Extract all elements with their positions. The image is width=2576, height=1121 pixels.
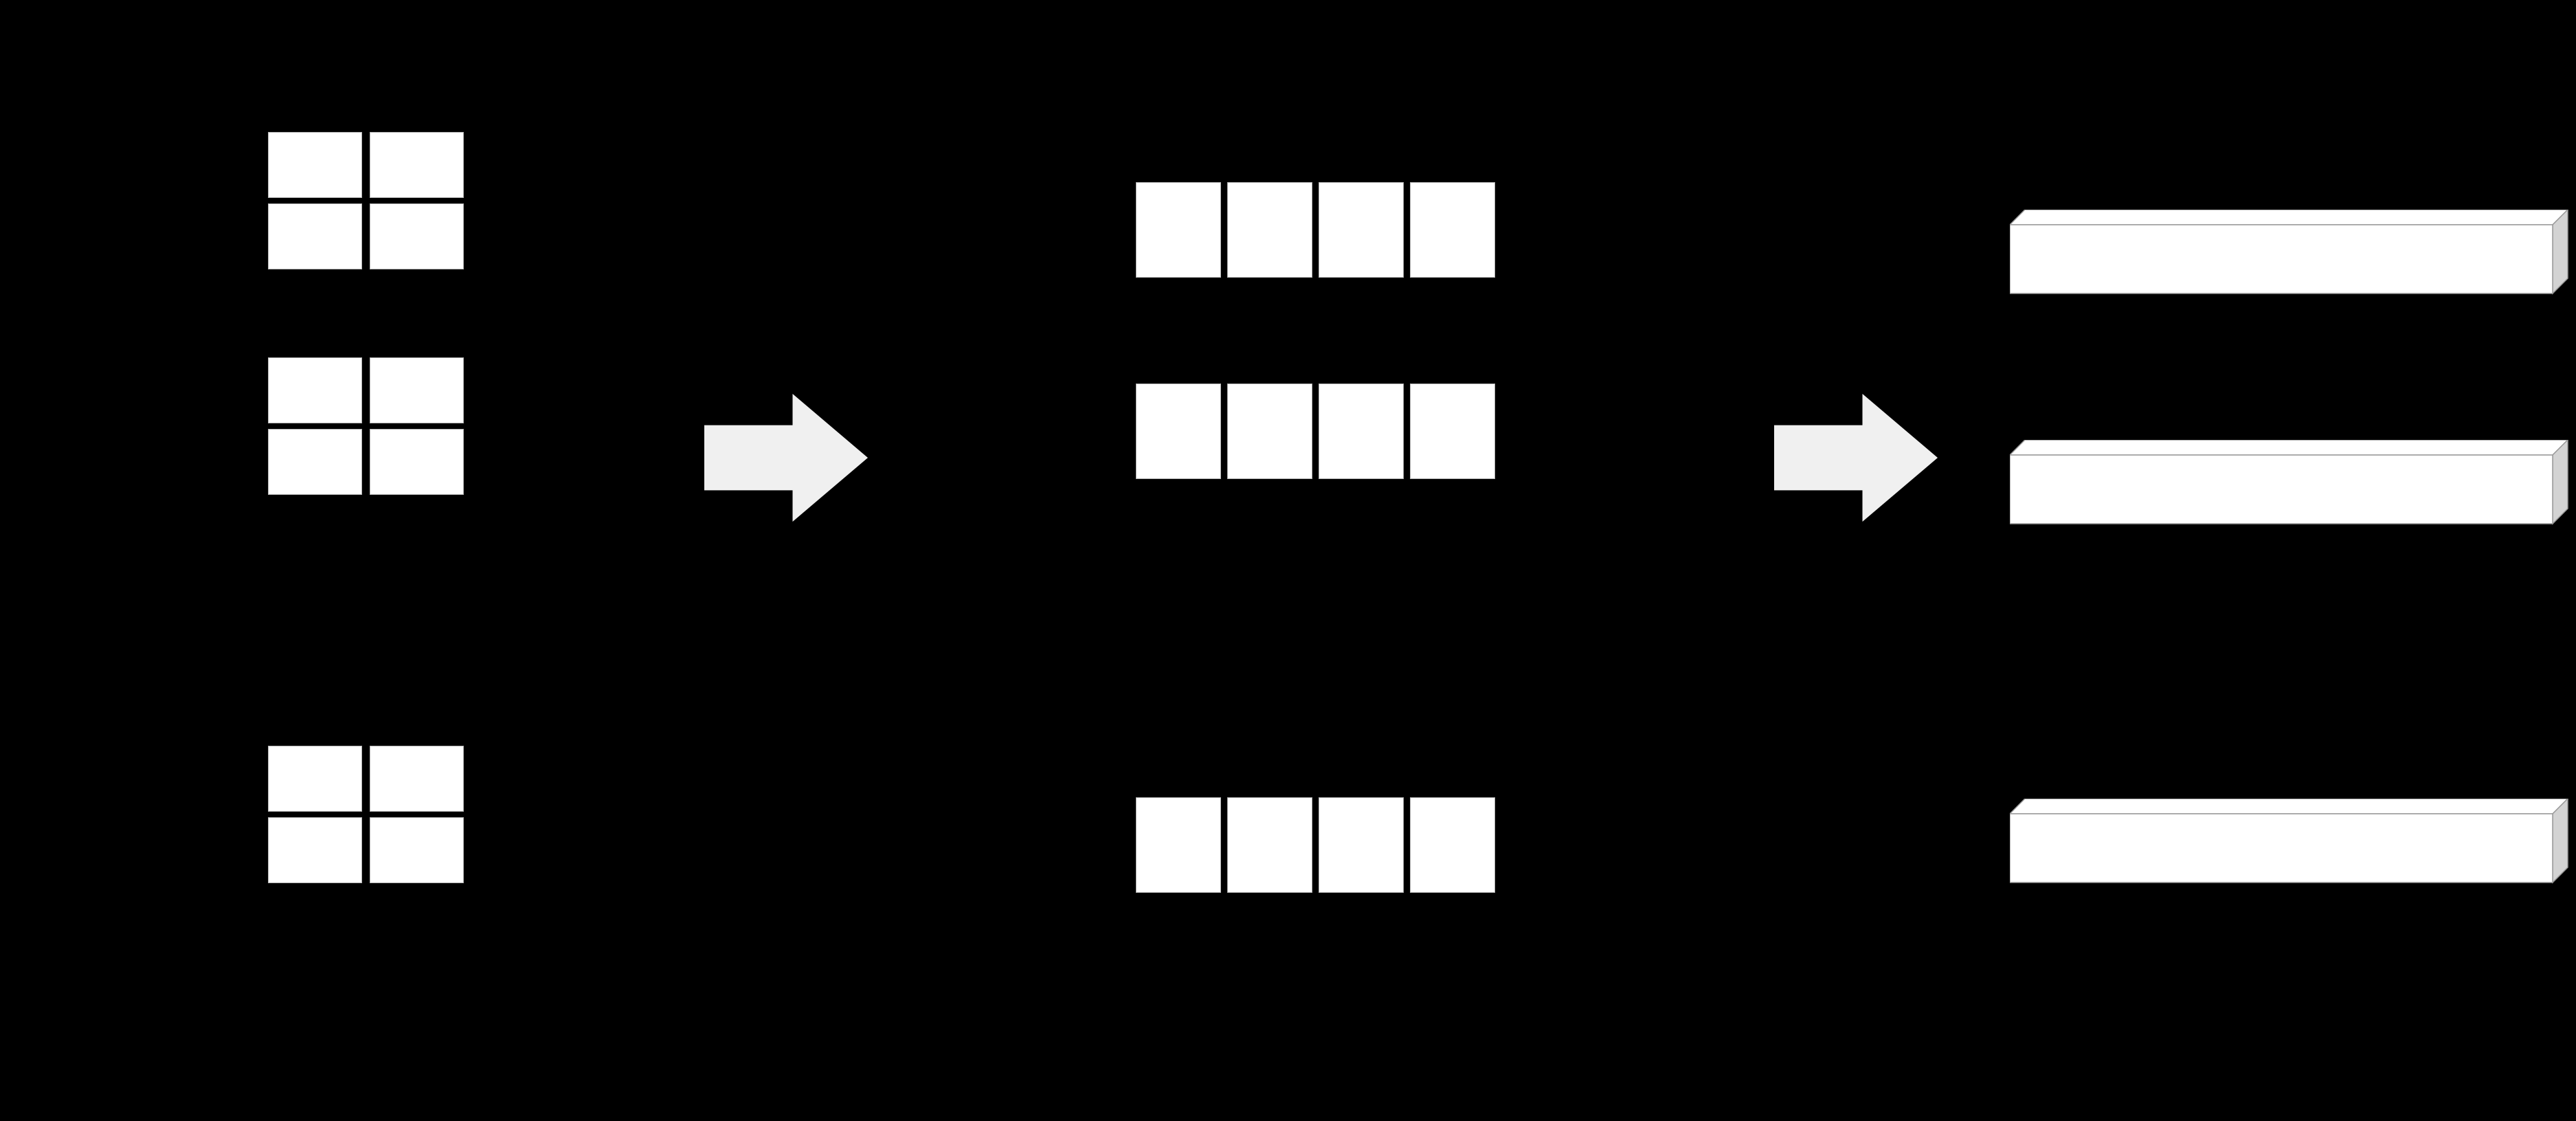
vector-cell xyxy=(1410,797,1495,893)
matrix-cell xyxy=(370,132,464,198)
vector-cell xyxy=(1227,797,1312,893)
bar-top-face xyxy=(2010,440,2569,456)
arrow-matrices-to-vectors-icon xyxy=(704,394,868,522)
bar-top-face xyxy=(2010,799,2569,814)
bar-3d-2 xyxy=(2010,440,2571,526)
matrix-cell xyxy=(268,817,362,883)
bar-front-face xyxy=(2010,224,2553,294)
vector-cell xyxy=(1227,384,1312,479)
vector-cell xyxy=(1319,182,1404,278)
matrix-cell xyxy=(370,746,464,812)
vector-cell xyxy=(1136,182,1221,278)
bar-3d-3 xyxy=(2010,799,2571,885)
bar-front-face xyxy=(2010,454,2553,524)
matrix-cell xyxy=(268,132,362,198)
bar-front-face xyxy=(2010,813,2553,883)
vector-cell xyxy=(1136,797,1221,893)
arrow-shape xyxy=(1774,394,1938,522)
vector-cell xyxy=(1319,384,1404,479)
matrix-cell xyxy=(268,203,362,269)
vector-cell xyxy=(1410,182,1495,278)
matrix-cell xyxy=(268,429,362,495)
matrix-cell xyxy=(370,817,464,883)
arrow-shape xyxy=(704,394,868,522)
vector-cell xyxy=(1410,384,1495,479)
bar-side-face xyxy=(2552,210,2568,295)
matrix-cell xyxy=(268,746,362,812)
vector-cell xyxy=(1136,384,1221,479)
vector-cell xyxy=(1227,182,1312,278)
bar-3d-1 xyxy=(2010,210,2571,296)
vector-cell xyxy=(1319,797,1404,893)
bar-side-face xyxy=(2552,799,2568,884)
bar-top-face xyxy=(2010,210,2569,225)
matrix-cell xyxy=(370,357,464,423)
matrix-cell xyxy=(370,429,464,495)
arrow-vectors-to-bars-icon xyxy=(1774,394,1938,522)
matrix-cell xyxy=(370,203,464,269)
matrix-cell xyxy=(268,357,362,423)
bar-side-face xyxy=(2552,440,2568,525)
